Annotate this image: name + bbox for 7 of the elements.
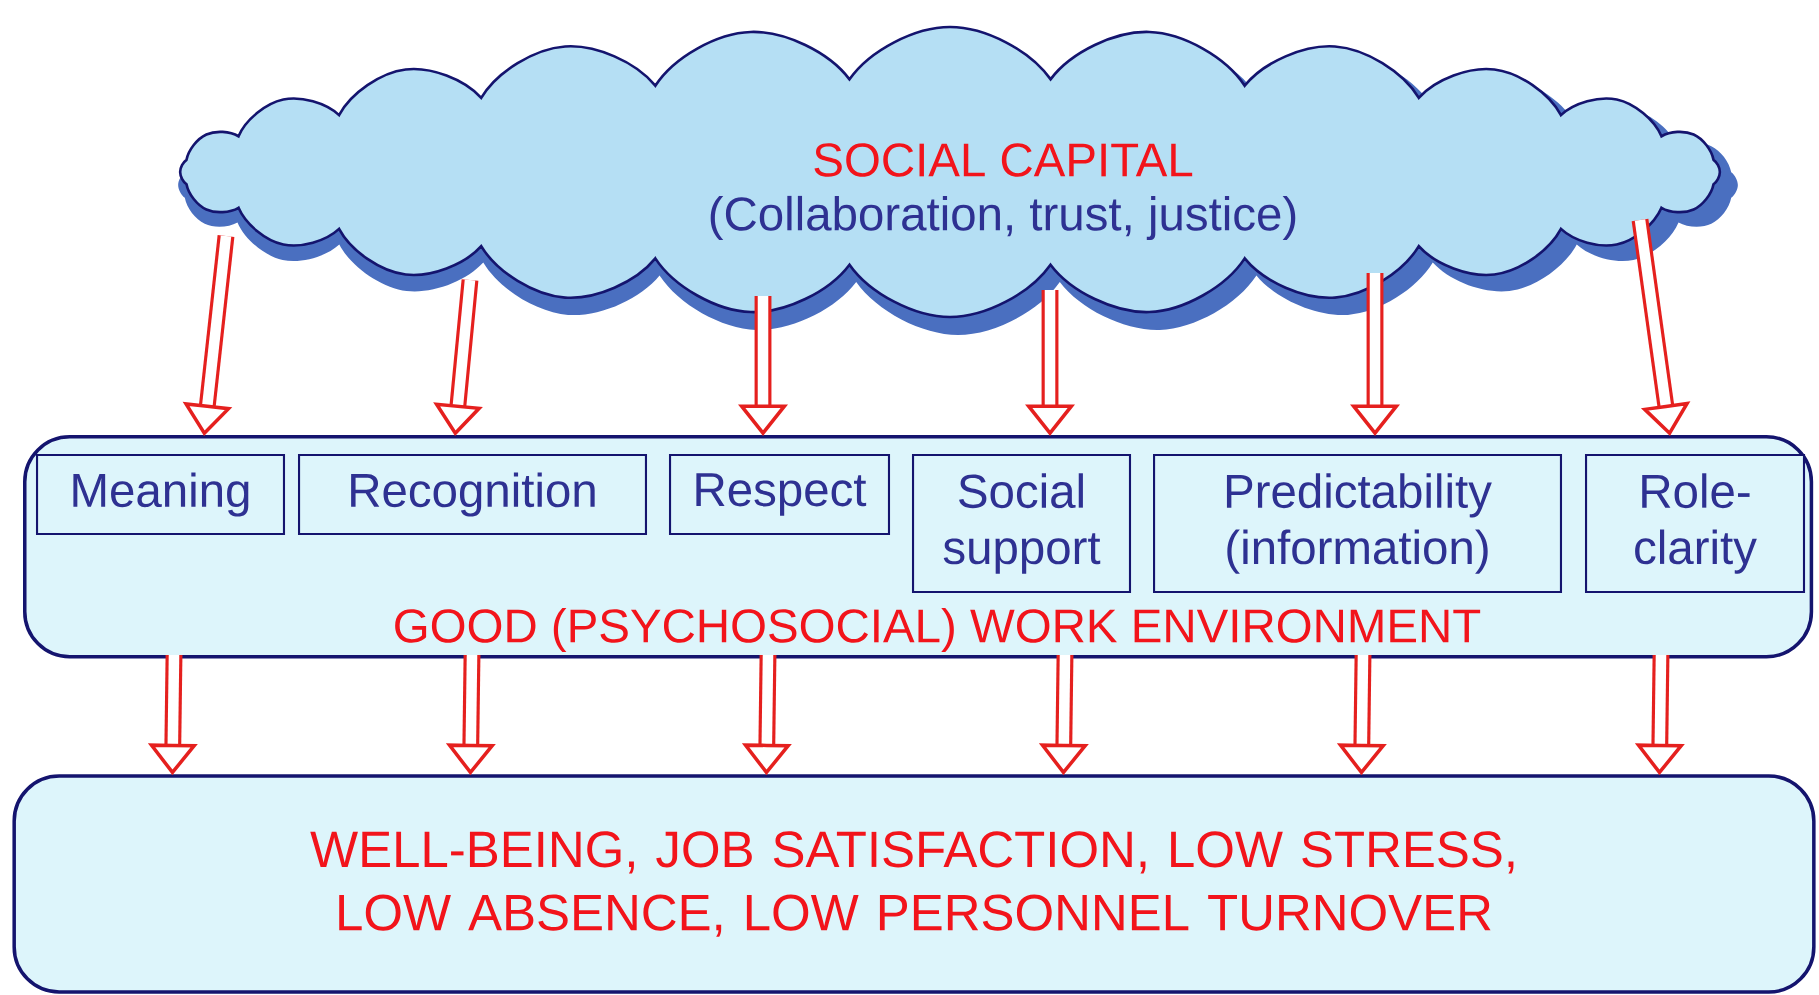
factor-box: Predictability (information): [1153, 453, 1563, 594]
factor-box: Meaning: [35, 453, 286, 536]
factor-box: Social support: [911, 453, 1132, 594]
factor-box: Role-clarity: [1585, 453, 1806, 594]
factor-box: Respect: [668, 453, 891, 536]
outcome-box: WELL-BEING, JOB SATISFACTION, LOW STRESS, LOW ABSENCE, LOW PERSONNEL TURNOVER: [12, 774, 1816, 994]
factor-box: Recognition: [298, 453, 648, 536]
